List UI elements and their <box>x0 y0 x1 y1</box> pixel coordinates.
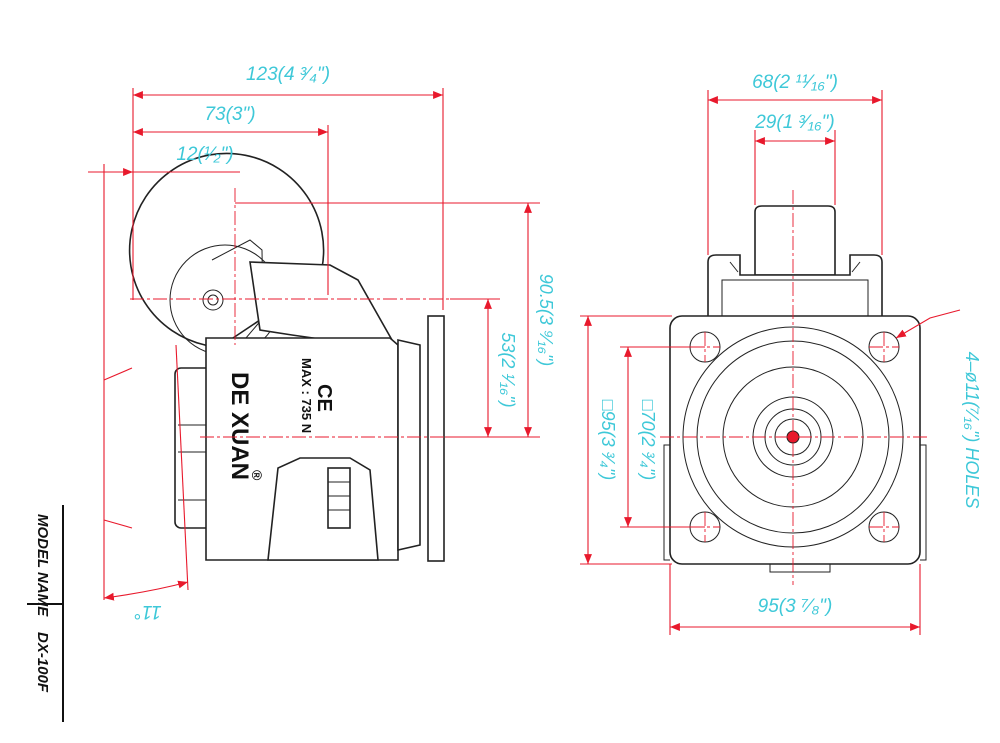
dim-pad-center: 73(3") <box>204 104 255 125</box>
dim-plate-square: □95(3 ³⁄₄") <box>598 400 618 481</box>
side-view: DE XUAN ® CE MAX : 735 N 123(4 ³⁄₄") 73(… <box>88 64 556 622</box>
yoke <box>707 254 883 319</box>
model-name-value: DX-100F <box>34 632 51 693</box>
dim-width: 68(2 ¹¹⁄₁₆") <box>752 72 838 93</box>
model-name-label: MODEL NAME <box>34 514 51 617</box>
title-block: MODEL NAME DX-100F <box>27 505 64 722</box>
dim-bolt-square: □70(2 ³⁄₄") <box>638 400 658 481</box>
ce-mark: CE <box>313 384 335 412</box>
dim-wheel-width: 29(1 ³⁄₁₆") <box>754 112 835 133</box>
max-load-label: MAX : 735 N <box>299 358 314 433</box>
registered-mark: ® <box>249 470 265 481</box>
housing <box>205 261 445 562</box>
dim-height: 90.5(3 ⁹⁄₁₆") <box>536 274 556 366</box>
dim-overall-length: 123(4 ³⁄₄") <box>246 64 330 85</box>
dim-holes: 4–ø11(⁷⁄₁₆") HOLES <box>962 352 982 509</box>
dim-lift-height: 53(2 ¹⁄₁₆") <box>498 332 518 407</box>
wheel-top <box>754 205 836 276</box>
front-view: 68(2 ¹¹⁄₁₆") 29(1 ³⁄₁₆") □95(3 ³⁄₄") □70… <box>580 72 982 635</box>
brand-mark: DE XUAN <box>226 372 253 480</box>
dim-angle: 11° <box>134 601 162 622</box>
dim-plate-width: 95(3 ⁷⁄₈") <box>758 596 833 617</box>
dim-wheel-offset: 12(¹⁄₂") <box>176 144 233 165</box>
